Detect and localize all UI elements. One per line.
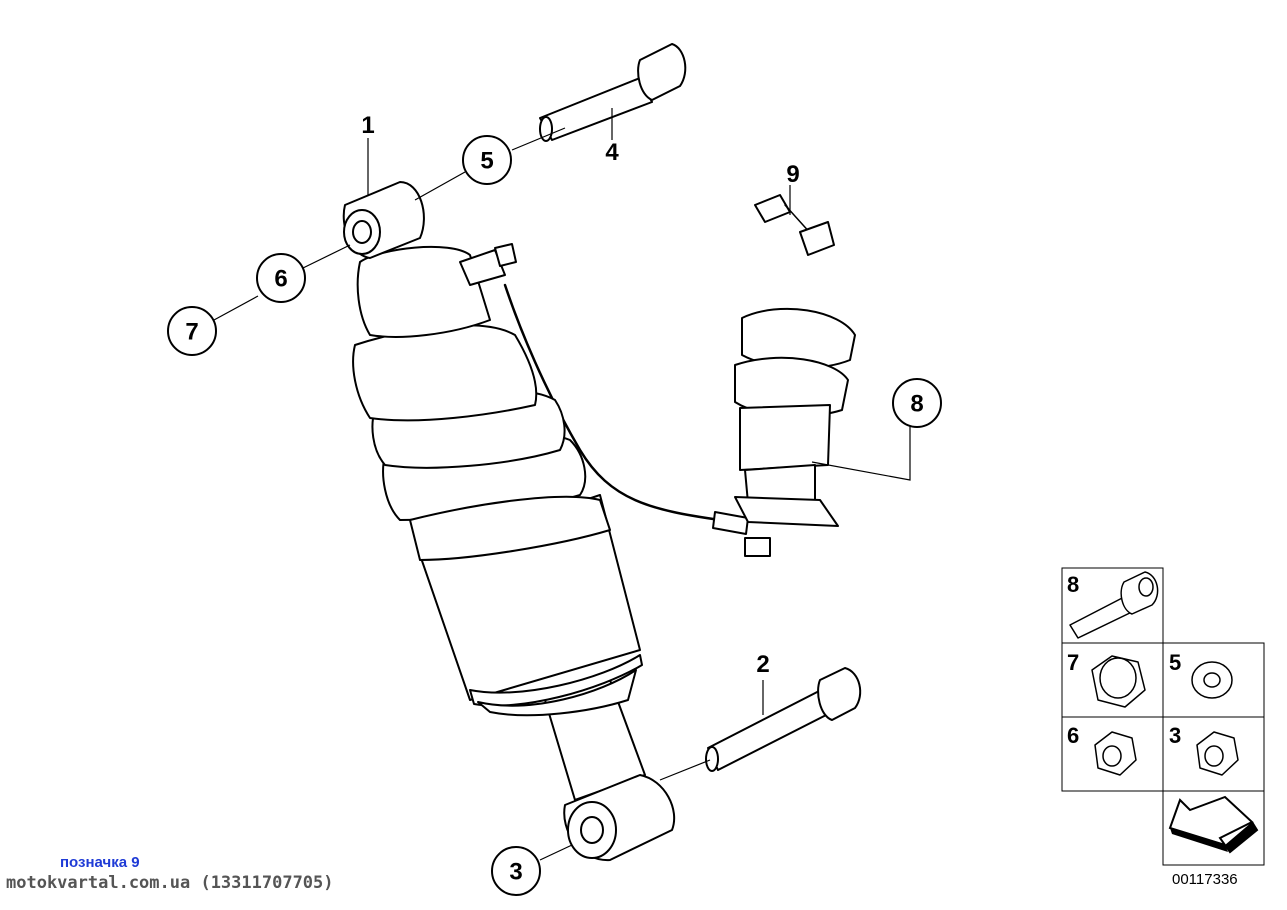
hex-nut-icon <box>1094 731 1137 776</box>
svg-text:7: 7 <box>185 319 198 346</box>
adjuster-reservoir <box>734 307 856 527</box>
svg-text:3: 3 <box>509 859 522 886</box>
callout-7: 7 <box>167 306 217 356</box>
arrow-icon <box>1168 795 1259 854</box>
callout-1: 1 <box>361 112 374 139</box>
hex-nut-icon <box>1196 731 1239 776</box>
callout-3: 3 <box>491 846 541 896</box>
hose-clip <box>754 194 835 256</box>
diagram-number: 00117336 <box>1172 871 1238 888</box>
callout-2: 2 <box>756 651 769 678</box>
bolt-bottom <box>705 667 862 772</box>
reference-note: позначка 9 <box>60 854 140 871</box>
callout-8: 8 <box>892 378 942 428</box>
callout-9: 9 <box>786 161 799 188</box>
svg-text:1: 1 <box>361 112 374 139</box>
svg-text:4: 4 <box>605 139 619 166</box>
svg-text:5: 5 <box>1169 650 1181 675</box>
shock-absorber <box>342 181 771 862</box>
hardware-legend: 8 7 5 6 3 <box>1061 567 1265 866</box>
leader-lines <box>213 108 911 861</box>
callout-4: 4 <box>605 139 619 166</box>
bolt-top <box>539 43 687 142</box>
svg-text:2: 2 <box>756 651 769 678</box>
site-watermark: motokvartal.com.ua (13311707705) <box>6 873 334 893</box>
svg-text:6: 6 <box>1067 723 1079 748</box>
washer-icon <box>1191 661 1233 699</box>
svg-text:5: 5 <box>480 148 493 175</box>
callout-5: 5 <box>462 135 512 185</box>
socket-head-bolt-icon <box>1069 571 1159 639</box>
svg-text:6: 6 <box>274 266 287 293</box>
callout-6: 6 <box>256 253 306 303</box>
svg-text:8: 8 <box>910 391 923 418</box>
cap-nut-icon <box>1091 655 1146 708</box>
svg-text:7: 7 <box>1067 650 1079 675</box>
svg-text:8: 8 <box>1067 572 1079 597</box>
svg-text:3: 3 <box>1169 723 1181 748</box>
svg-text:9: 9 <box>786 161 799 188</box>
